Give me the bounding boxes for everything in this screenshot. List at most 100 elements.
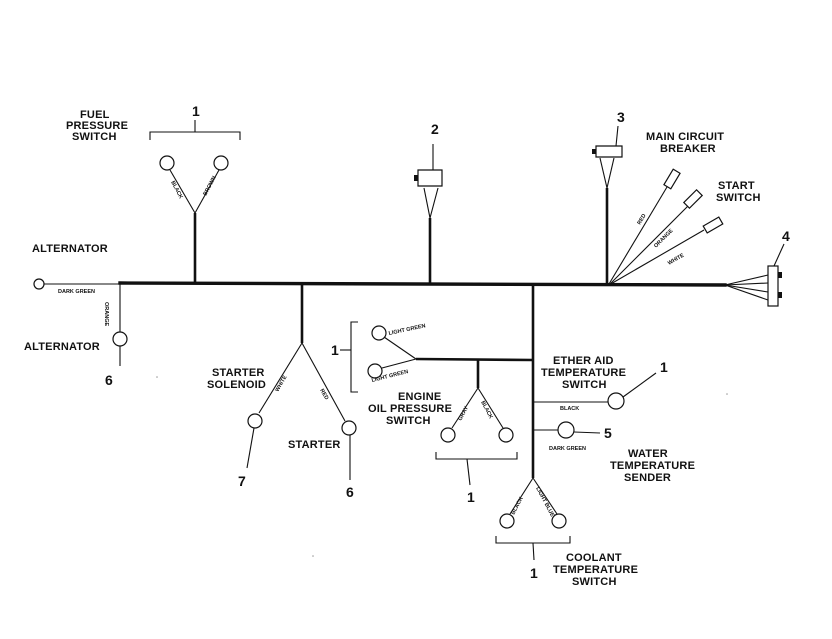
connector-3-tab bbox=[592, 149, 596, 154]
label-engine: ENGINE bbox=[398, 391, 441, 403]
starter-connector bbox=[341, 420, 357, 436]
label-fuel: FUEL bbox=[80, 109, 110, 121]
label-pressure: PRESSURE bbox=[66, 120, 128, 132]
oil-pressure-bracket bbox=[435, 452, 518, 460]
starter-solenoid-connector bbox=[247, 413, 263, 429]
oil-pressure-callout-leader bbox=[466, 458, 471, 486]
callout-1-coolant: 1 bbox=[530, 565, 538, 581]
label-main-circuit: MAIN CIRCUIT bbox=[646, 131, 724, 143]
start-orange-wire bbox=[608, 205, 689, 286]
oil-gray-wire bbox=[451, 387, 479, 429]
start-white-connector bbox=[702, 216, 724, 234]
coolant-bracket bbox=[495, 536, 571, 544]
scan-speck bbox=[726, 393, 728, 395]
callout-6-starter: 6 bbox=[346, 484, 354, 500]
start-white-wire bbox=[608, 229, 705, 286]
scan-speck bbox=[156, 376, 158, 378]
solenoid-callout-leader bbox=[246, 427, 255, 469]
callout-6-alternator: 6 bbox=[105, 372, 113, 388]
breaker-red-wire bbox=[608, 186, 668, 285]
callout-3: 3 bbox=[617, 109, 625, 125]
connector-4-body bbox=[767, 265, 779, 307]
wire-label-red: RED bbox=[637, 213, 648, 226]
label-start: START bbox=[718, 180, 755, 192]
solenoid-white-wire bbox=[258, 342, 303, 414]
connector-2-tab bbox=[414, 175, 418, 181]
label-starter-solenoid-2: SOLENOID bbox=[207, 379, 266, 391]
label-ether-aid: ETHER AID bbox=[553, 355, 614, 367]
breaker-red-connector bbox=[663, 168, 681, 190]
callout-1-oil: 1 bbox=[467, 489, 475, 505]
callout-4: 4 bbox=[782, 228, 790, 244]
fuel-pressure-connector-right bbox=[213, 155, 229, 171]
label-oil-pressure: OIL PRESSURE bbox=[368, 403, 452, 415]
label-alternator-top: ALTERNATOR bbox=[32, 243, 108, 255]
wire-label-black-ether: BLACK bbox=[560, 406, 579, 412]
label-coolant-temperature: TEMPERATURE bbox=[553, 564, 638, 576]
connector-2-wire-a bbox=[423, 187, 431, 219]
fuel-black-wire bbox=[169, 169, 196, 214]
coolant-light-blue-wire bbox=[532, 477, 558, 515]
label-oil-switch: SWITCH bbox=[386, 415, 431, 427]
connector-4-wire-c bbox=[724, 284, 769, 293]
callout-2: 2 bbox=[431, 121, 439, 137]
connector-3-wire-a bbox=[599, 157, 608, 189]
label-start-switch: SWITCH bbox=[716, 192, 761, 204]
callout-1-fuel: 1 bbox=[192, 103, 200, 119]
wire-label-white-start: WHITE bbox=[667, 253, 686, 267]
wire-label-dark-green-water: DARK GREEN bbox=[549, 446, 586, 452]
alternator-terminal-connector bbox=[33, 278, 45, 290]
coolant-connector-light-blue bbox=[551, 513, 567, 529]
label-water: WATER bbox=[628, 448, 668, 460]
connector-3-wire-b bbox=[606, 157, 615, 189]
label-switch: SWITCH bbox=[72, 131, 117, 143]
wire-label-light-green-1: LIGHT GREEN bbox=[388, 323, 426, 337]
wire-label-light-blue: LIGHT BLUE bbox=[534, 486, 555, 518]
fuel-pressure-bracket bbox=[149, 131, 241, 140]
wire-label-red-starter: RED bbox=[318, 388, 329, 401]
water-temp-connector bbox=[557, 421, 575, 439]
light-green-wire-2 bbox=[381, 358, 417, 369]
connector-4-wire-a bbox=[724, 274, 769, 286]
alternator-connector bbox=[112, 331, 128, 347]
ether-aid-connector bbox=[607, 392, 625, 410]
wire-label-orange-start: ORANGE bbox=[653, 228, 675, 250]
label-ether-temperature: TEMPERATURE bbox=[541, 367, 626, 379]
wire-label-brown: BROWN bbox=[202, 175, 217, 197]
wire-label-black-coolant: BLACK bbox=[510, 496, 524, 516]
light-green-bracket bbox=[350, 321, 358, 393]
oil-light-green-branch bbox=[415, 357, 534, 362]
coolant-black-wire bbox=[509, 477, 534, 515]
water-callout-leader bbox=[573, 431, 601, 434]
light-green-connector-2 bbox=[367, 363, 383, 379]
connector-2-body bbox=[417, 169, 443, 187]
label-breaker: BREAKER bbox=[660, 143, 716, 155]
callout-7: 7 bbox=[238, 473, 246, 489]
coolant-callout-leader bbox=[532, 542, 535, 561]
connector-4-wire-d bbox=[724, 284, 769, 301]
oil-pressure-connector-gray bbox=[440, 427, 456, 443]
oil-black-wire bbox=[477, 387, 504, 429]
label-water-temperature: TEMPERATURE bbox=[610, 460, 695, 472]
label-sender: SENDER bbox=[624, 472, 671, 484]
connector-4-callout-leader bbox=[773, 243, 785, 267]
main-harness-trunk bbox=[118, 281, 727, 287]
label-coolant: COOLANT bbox=[566, 552, 622, 564]
scan-speck bbox=[312, 555, 314, 557]
label-coolant-switch: SWITCH bbox=[572, 576, 617, 588]
callout-1-ether: 1 bbox=[660, 359, 668, 375]
wire-label-gray: GRAY bbox=[457, 405, 470, 422]
label-ether-switch: SWITCH bbox=[562, 379, 607, 391]
coolant-connector-black bbox=[499, 513, 515, 529]
wire-label-orange: ORANGE bbox=[103, 302, 109, 326]
light-green-connector-1 bbox=[371, 325, 387, 341]
connector-4-tab-a bbox=[778, 272, 782, 278]
label-starter: STARTER bbox=[288, 439, 341, 451]
fuel-brown-wire bbox=[194, 169, 220, 214]
light-green-wire-1 bbox=[383, 336, 417, 360]
connector-4-wire-b bbox=[724, 282, 769, 286]
wire-label-dark-green: DARK GREEN bbox=[58, 289, 95, 295]
starter-red-wire bbox=[301, 342, 346, 422]
